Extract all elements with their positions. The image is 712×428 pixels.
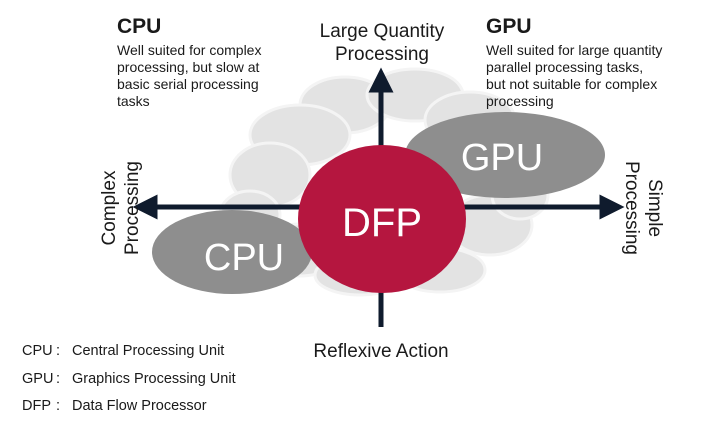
- bottom-axis-label: Reflexive Action: [313, 341, 449, 362]
- gpu-note-line: processing: [486, 93, 554, 109]
- legend-item-cpu: CPU: Central Processing Unit: [22, 343, 224, 359]
- right-axis-label-line: Simple: [644, 178, 665, 238]
- legend-full-name: Data Flow Processor: [72, 398, 207, 414]
- gpu-note-line: Well suited for large quantity: [486, 42, 663, 58]
- top-axis-label-line: Large Quantity: [319, 21, 445, 42]
- top-axis-label-line: Processing: [335, 44, 429, 65]
- legend-abbr: DFP: [22, 398, 51, 414]
- gpu-note-line: parallel processing tasks,: [486, 59, 644, 75]
- cpu-ellipse: [152, 210, 312, 294]
- dfp-ellipse: [298, 145, 466, 293]
- cpu-note-line: processing, but slow at: [117, 59, 260, 75]
- gpu-note-heading: GPU: [486, 15, 532, 38]
- top-axis-label: Large Quantity Processing: [302, 20, 462, 66]
- cpu-note-line: Well suited for complex: [117, 42, 262, 58]
- legend-item-dfp: DFP: Data Flow Processor: [22, 398, 207, 414]
- cpu-note-line: tasks: [117, 93, 150, 109]
- cpu-note-line: basic serial processing: [117, 76, 259, 92]
- legend-separator: :: [56, 371, 61, 387]
- gpu-ellipse: [405, 112, 605, 198]
- legend-full-name: Graphics Processing Unit: [72, 371, 236, 387]
- left-axis-label-line: Processing: [122, 161, 143, 255]
- legend-abbr: CPU: [22, 343, 53, 359]
- legend-separator: :: [56, 343, 61, 359]
- legend-abbr: GPU: [22, 371, 54, 387]
- right-axis-label: Simple Processing: [620, 148, 666, 268]
- gpu-ellipse-label: GPU: [461, 137, 543, 179]
- left-axis-label: Complex Processing: [98, 148, 144, 268]
- right-axis-label-line: Processing: [621, 161, 642, 255]
- legend-separator: :: [56, 398, 61, 414]
- gpu-note-line: but not suitable for complex: [486, 76, 658, 92]
- left-axis-label-line: Complex: [99, 170, 120, 246]
- legend-item-gpu: GPU: Graphics Processing Unit: [22, 371, 236, 387]
- cpu-ellipse-label: CPU: [204, 237, 284, 279]
- legend-full-name: Central Processing Unit: [72, 343, 225, 359]
- cpu-note-heading: CPU: [117, 15, 162, 38]
- dfp-ellipse-label: DFP: [342, 201, 422, 245]
